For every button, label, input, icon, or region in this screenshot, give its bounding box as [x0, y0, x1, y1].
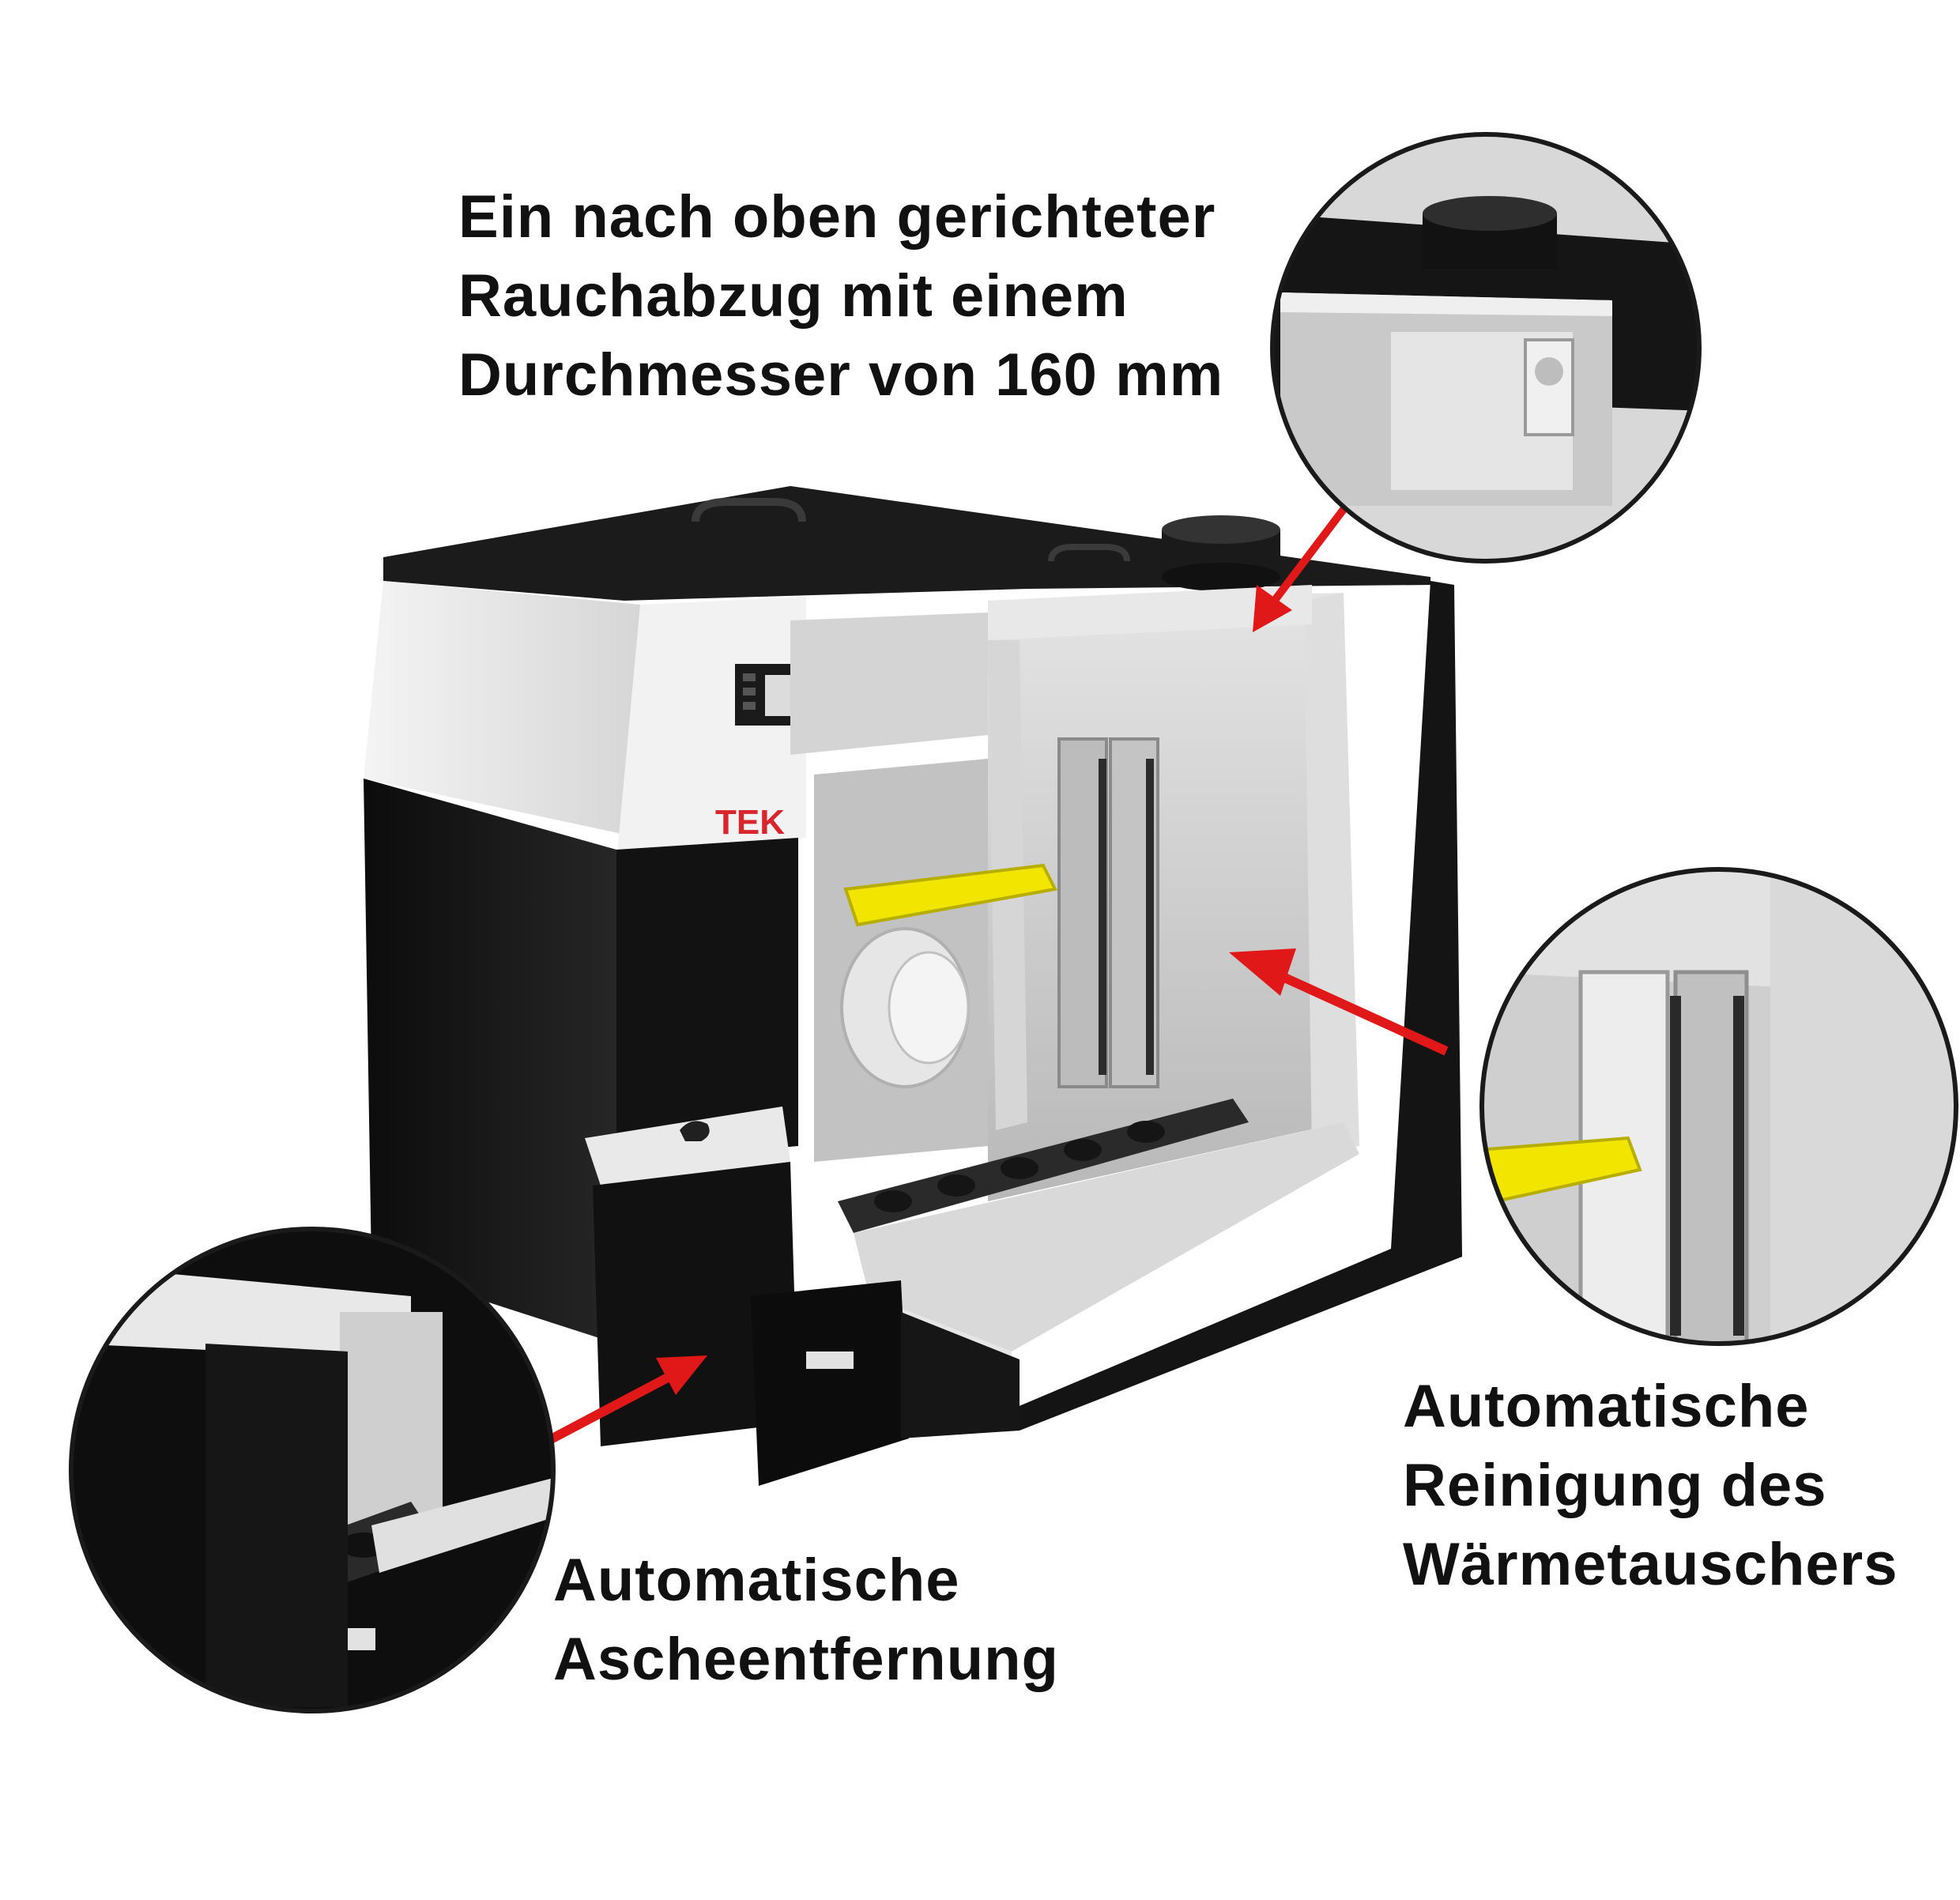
label-line: Ascheentfernung — [553, 1626, 1059, 1693]
detail-circle-ash — [69, 1227, 556, 1713]
label-line: Automatische — [1403, 1373, 1810, 1440]
label-heat-exchanger-cleaning: Automatische Reinigung des Wärmetauscher… — [1403, 1367, 1898, 1604]
label-line: Ein nach oben gerichteter — [458, 183, 1216, 251]
front-black-body — [616, 838, 798, 1162]
flue-pipe — [1162, 515, 1280, 591]
label-ash-removal: Automatische Ascheentfernung — [553, 1541, 1059, 1699]
hopper-black-body — [364, 778, 616, 1344]
label-line: Automatische — [553, 1547, 960, 1614]
insulation-wall-right — [1304, 593, 1359, 1154]
arrow-ash — [535, 1355, 707, 1451]
lid-handle — [692, 498, 806, 522]
burner — [840, 927, 970, 1088]
fuel-feed-channel — [790, 613, 988, 755]
label-flue-outlet: Ein nach oben gerichteter Rauchabzug mit… — [458, 178, 1223, 415]
brand-logo: TEK — [715, 803, 785, 842]
detail-circle-heat-exchanger — [1479, 867, 1958, 1346]
yellow-plate — [843, 863, 1057, 927]
front-white-panel — [616, 597, 806, 861]
heat-exchanger-tubes — [1057, 737, 1159, 1088]
detail-circle-flue — [1270, 132, 1702, 564]
combustion-chamber-wall — [988, 593, 1344, 1201]
insulation-top — [988, 585, 1312, 640]
label-line: Reinigung des — [1403, 1452, 1827, 1519]
label-line: Durchmesser von 160 mm — [458, 341, 1224, 409]
ash-floor — [854, 1122, 1359, 1351]
ash-auger — [838, 1099, 1249, 1233]
label-line: Wärmetauschers — [1403, 1531, 1898, 1598]
hopper-white-panel — [364, 581, 640, 838]
arrow-heat-exchanger — [1229, 948, 1449, 1056]
ash-box — [585, 1106, 1020, 1486]
lid-handle — [1048, 544, 1130, 562]
boiler-unit: TEK — [364, 486, 1462, 1486]
label-line: Rauchabzug mit einem — [458, 262, 1129, 330]
